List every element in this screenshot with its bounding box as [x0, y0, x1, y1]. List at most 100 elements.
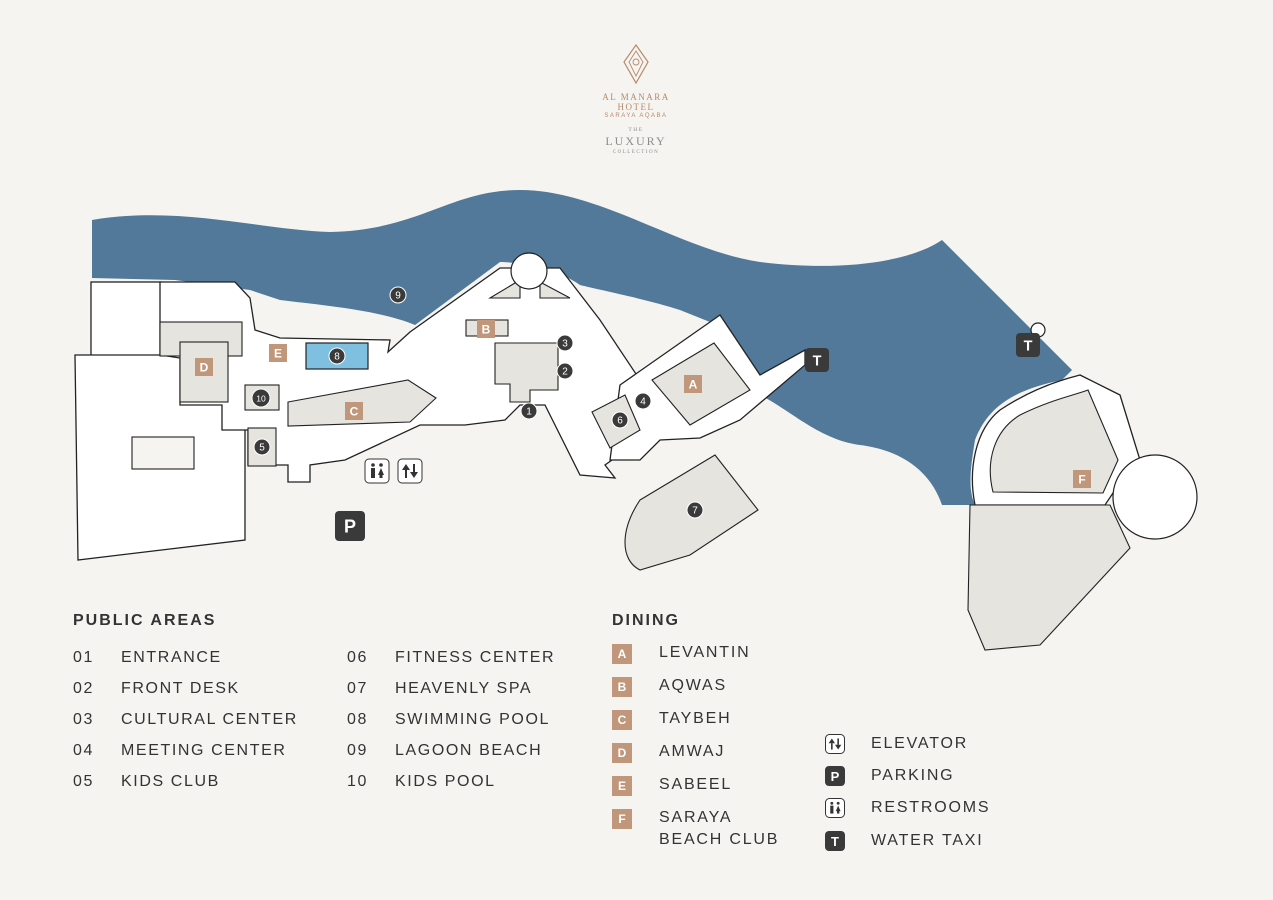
public-area-number: 09	[347, 742, 368, 759]
dining-letter-badge: B	[612, 677, 632, 697]
area-marker-number: 10	[256, 394, 266, 404]
map-area-marker-6[interactable]: 6	[611, 411, 629, 429]
area-marker-dot	[634, 392, 652, 410]
public-area-number: 08	[347, 711, 368, 728]
dining-letter-badge: F	[612, 809, 632, 829]
public-area-label: FITNESS CENTER	[395, 649, 556, 666]
public-area-number: 02	[73, 680, 94, 697]
map-area-marker-1[interactable]: 1	[520, 402, 538, 420]
public-area-number: 04	[73, 742, 94, 759]
area-marker-dot	[253, 438, 271, 456]
map-dining-marker-b[interactable]: B	[477, 320, 495, 338]
dining-label: TAYBEH	[659, 710, 732, 727]
parking-icon: P	[825, 766, 845, 786]
map-area-marker-10[interactable]: 10	[251, 388, 271, 408]
dining-label: LEVANTIN	[659, 644, 751, 661]
map-parking-icon-bg	[335, 511, 365, 541]
public-area-item: 02 FRONT DESK	[73, 680, 240, 698]
zone-west-block	[131, 436, 195, 470]
map-dining-marker-c[interactable]: C	[345, 402, 363, 420]
public-area-number: 01	[73, 649, 94, 666]
public-area-item: 06 FITNESS CENTER	[347, 649, 555, 667]
public-area-number: 10	[347, 773, 368, 790]
map-water-taxi-east-icon[interactable]: T	[805, 348, 829, 372]
area-marker-number: 1	[526, 407, 532, 418]
public-area-label: KIDS POOL	[395, 773, 496, 790]
legend-label: WATER TAXI	[871, 832, 984, 849]
public-area-number: 06	[347, 649, 368, 666]
legend-item-restrooms: RESTROOMS	[825, 798, 990, 818]
elevator-icon	[825, 734, 845, 754]
legend-item-elevator: ELEVATOR	[825, 734, 968, 754]
map-area-marker-9[interactable]: 9	[389, 286, 407, 304]
public-area-item: 09 LAGOON BEACH	[347, 742, 542, 760]
public-area-label: HEAVENLY SPA	[395, 680, 533, 697]
restrooms-icon	[364, 458, 390, 484]
map-dining-marker-a[interactable]: A	[684, 375, 702, 393]
legend-label: ELEVATOR	[871, 735, 969, 752]
dining-label: AQWAS	[659, 677, 727, 694]
map-area-marker-2[interactable]: 2	[556, 362, 574, 380]
collection-name: LUXURY	[605, 134, 667, 148]
zone-lighthouse-roof-right	[539, 281, 571, 299]
area-marker-dot	[520, 402, 538, 420]
collection-word: COLLECTION	[612, 150, 660, 155]
map-dining-marker-d[interactable]: D	[195, 358, 213, 376]
map-area-marker-8[interactable]: 8	[328, 347, 346, 365]
restrooms-icon	[825, 798, 845, 818]
map-parking-icon[interactable]: P	[335, 511, 365, 541]
zone-cultural-center	[494, 342, 559, 403]
hotel-logo-icon	[623, 44, 649, 84]
dining-letter-badge: A	[612, 644, 632, 664]
map-area-marker-4[interactable]: 4	[634, 392, 652, 410]
lagoon-water	[92, 190, 1072, 505]
public-area-label: FRONT DESK	[121, 680, 240, 697]
dining-label: AMWAJ	[659, 743, 726, 760]
building-west-block	[90, 281, 162, 358]
public-area-label: CULTURAL CENTER	[121, 711, 298, 728]
area-marker-number: 5	[259, 443, 265, 454]
beach-club-pavilion	[1112, 454, 1198, 540]
area-marker-dot	[686, 501, 704, 519]
hotel-name-line1: AL MANARA	[602, 92, 670, 102]
zone-lighthouse-roof-left	[488, 279, 521, 299]
map-dining-marker-e[interactable]: E	[269, 344, 287, 362]
public-area-label: LAGOON BEACH	[395, 742, 543, 759]
public-area-number: 07	[347, 680, 368, 697]
map-water-taxi-east-icon-glyph: T	[813, 353, 822, 369]
dining-marker-letter: A	[689, 378, 698, 392]
area-marker-number: 2	[562, 367, 568, 378]
dining-item-f: F SARAYA BEACH CLUB	[612, 809, 780, 851]
dining-marker-box	[1073, 470, 1091, 488]
zone-beach-club-lawn	[989, 389, 1119, 494]
map-water-taxi-west-icon[interactable]: T	[1016, 333, 1040, 357]
map-area-marker-5[interactable]: 5	[253, 438, 271, 456]
dining-marker-letter: C	[350, 405, 359, 419]
dining-marker-box	[269, 344, 287, 362]
map-area-marker-7[interactable]: 7	[686, 501, 704, 519]
area-marker-number: 8	[334, 352, 340, 363]
area-marker-number: 9	[395, 291, 401, 302]
area-marker-number: 7	[692, 506, 698, 517]
map-dining-marker-f[interactable]: F	[1073, 470, 1091, 488]
dining-marker-letter: E	[274, 347, 282, 361]
map-water-taxi-east-icon-bg	[805, 348, 829, 372]
legend-label: RESTROOMS	[871, 799, 991, 816]
dining-item-a: A LEVANTIN	[612, 644, 751, 664]
dining-marker-box	[195, 358, 213, 376]
map-water-taxi-west-icon-bg	[1016, 333, 1040, 357]
elevator-icon	[397, 458, 423, 484]
dining-label: SARAYA BEACH CLUB	[659, 809, 780, 848]
area-marker-dot	[556, 362, 574, 380]
dining-marker-box	[684, 375, 702, 393]
public-area-item: 10 KIDS POOL	[347, 773, 496, 791]
legend-label: PARKING	[871, 767, 955, 784]
map-area-marker-3[interactable]: 3	[556, 334, 574, 352]
dining-label: SABEEL	[659, 776, 733, 793]
